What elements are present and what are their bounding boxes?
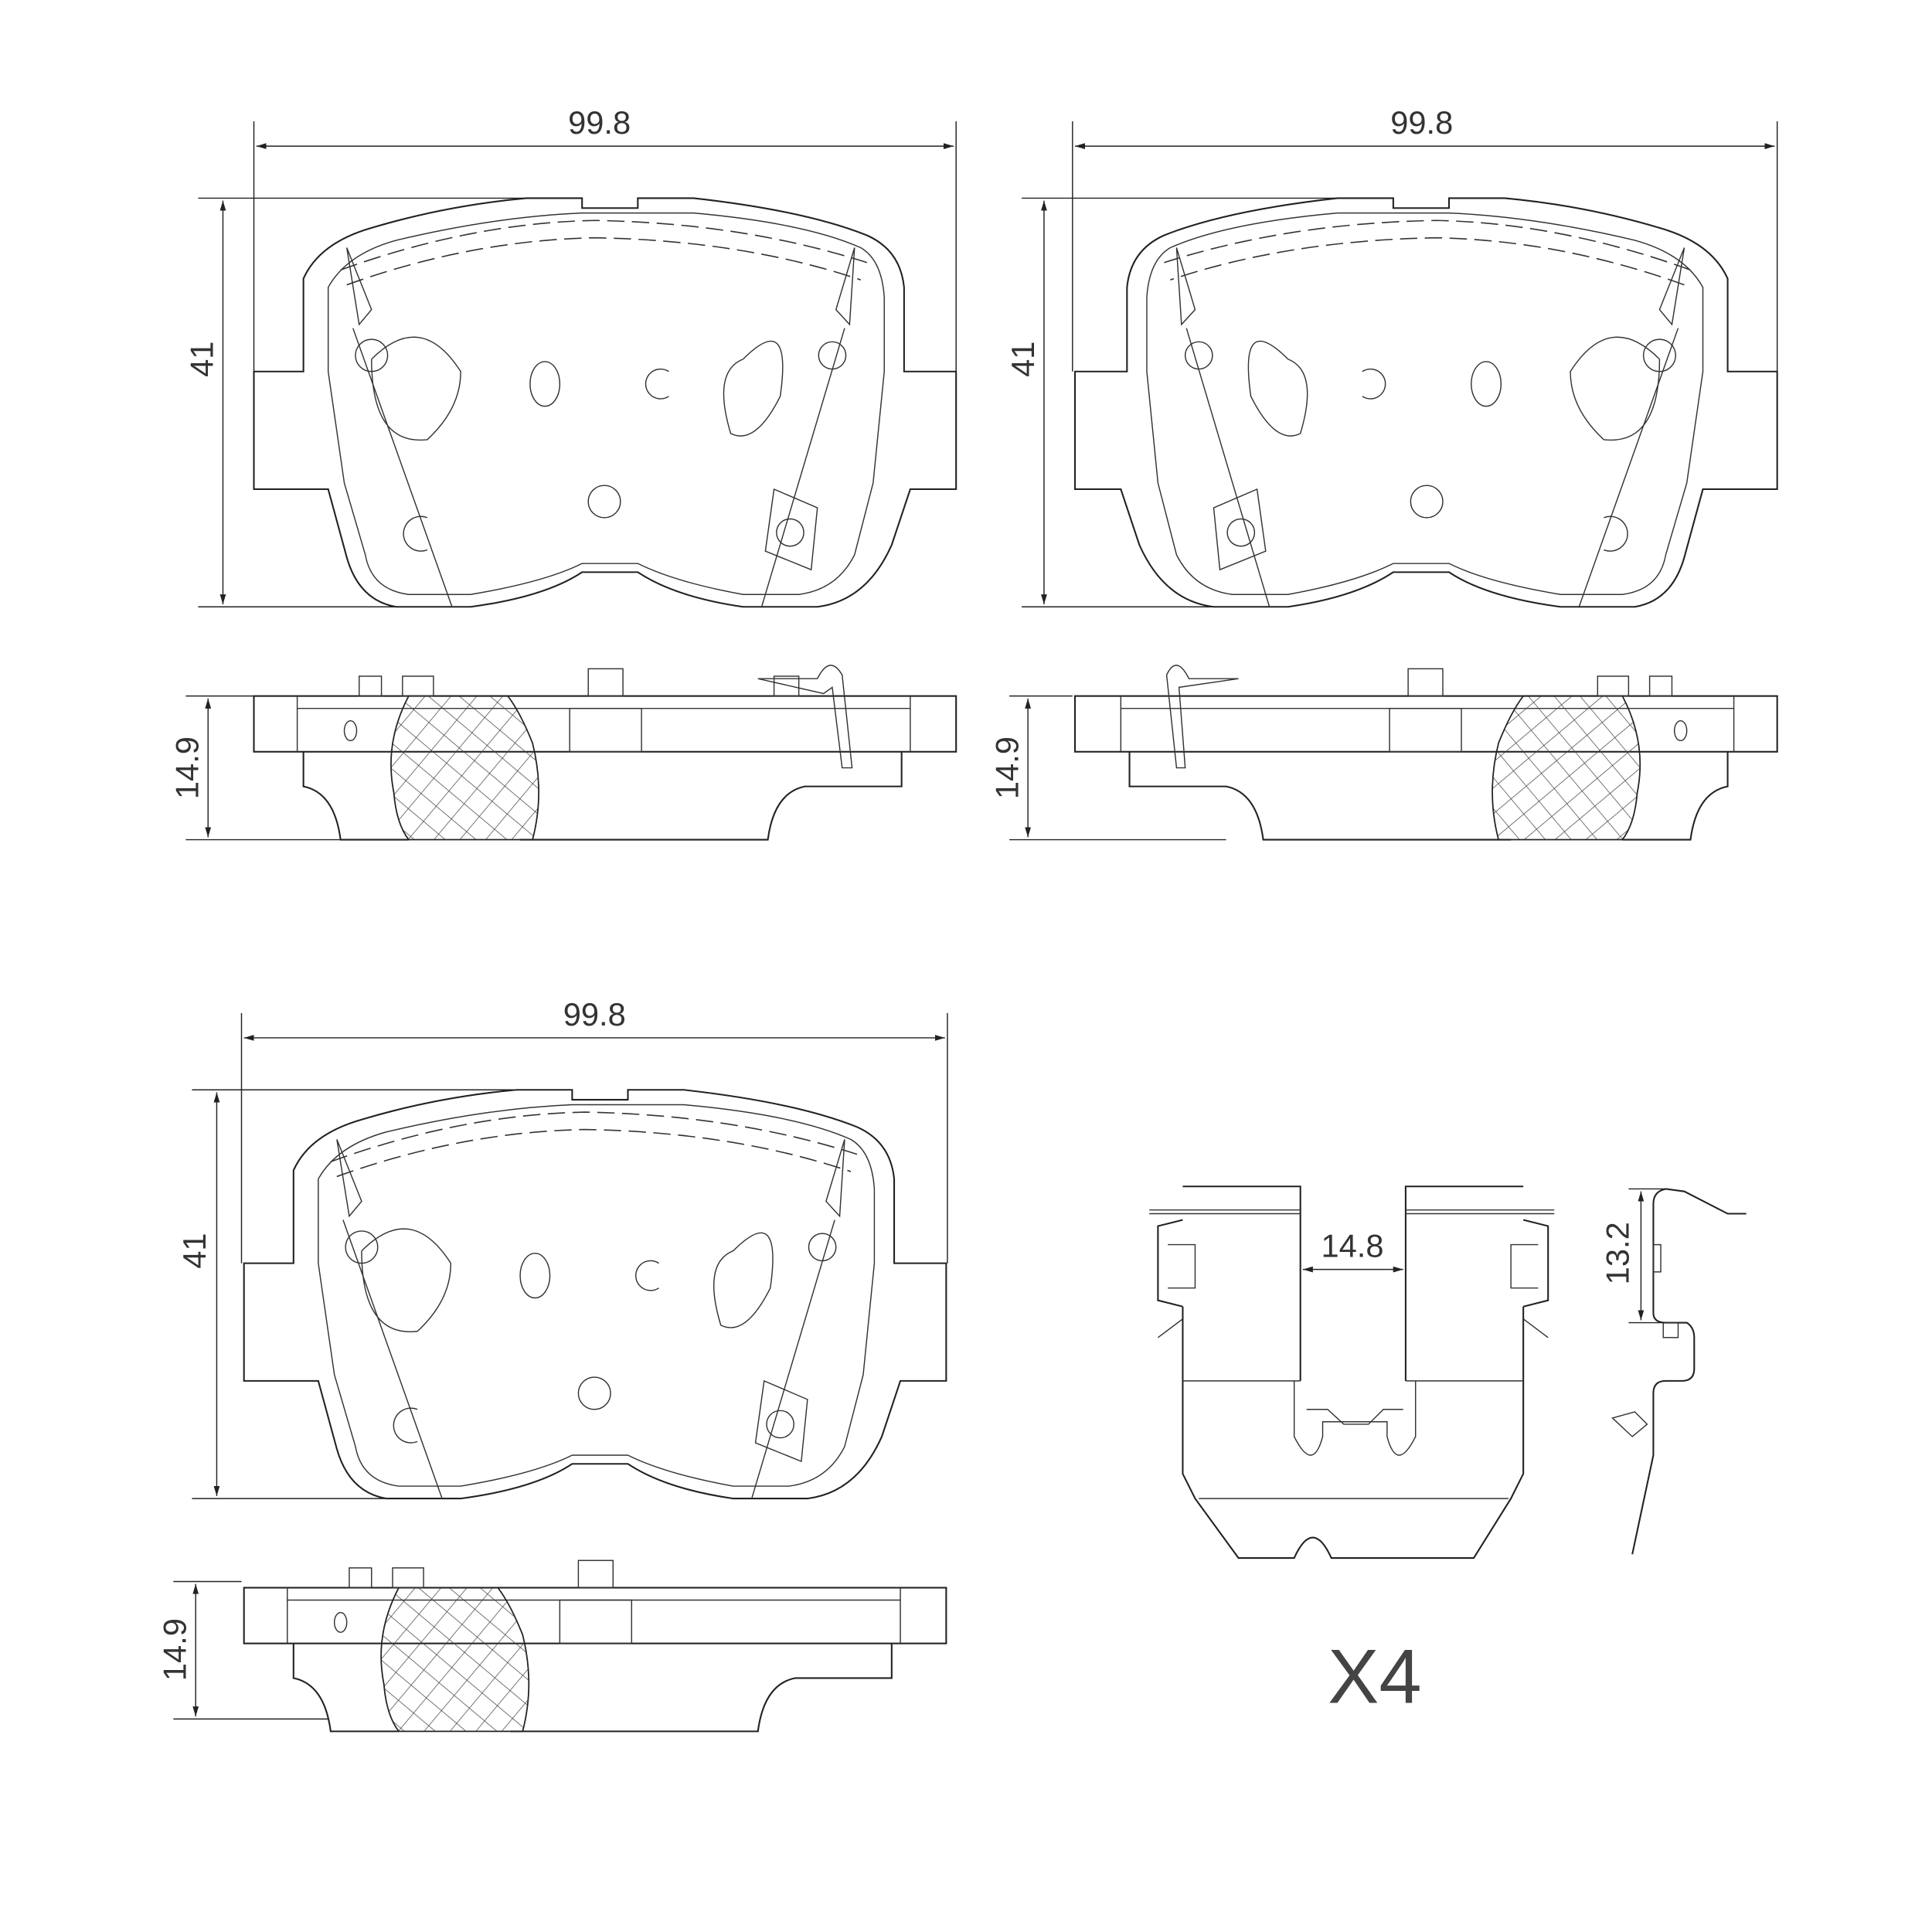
thickness-label: 14.9 bbox=[988, 736, 1025, 799]
height-dimension: 41 bbox=[176, 1089, 521, 1499]
width-label: 99.8 bbox=[1390, 104, 1453, 141]
pad-top-left-face-view bbox=[253, 197, 957, 608]
height-label: 41 bbox=[1005, 342, 1041, 377]
wear-sensor-clip bbox=[757, 665, 853, 769]
clip-front-view bbox=[1149, 1185, 1555, 1560]
pad-top-left: 99.8 41 14.9 bbox=[168, 104, 957, 841]
pad-bottom-left: 99.8 41 14.9 bbox=[156, 996, 948, 1733]
height-dimension: 41 bbox=[1005, 197, 1375, 607]
thickness-dimension: 14.9 bbox=[168, 695, 341, 841]
thickness-dimension: 14.9 bbox=[156, 1580, 328, 1720]
pad-top-right-side-view bbox=[1073, 668, 1778, 841]
wear-sensor-clip bbox=[1165, 665, 1239, 769]
pad-top-right: 99.8 41 14.9 bbox=[988, 104, 1778, 841]
width-label: 99.8 bbox=[563, 996, 626, 1032]
width-dimension: 99.8 bbox=[240, 996, 948, 1264]
abutment-clip: 14.8 13.2 X4 bbox=[1149, 1185, 1747, 1720]
clip-gap-dimension: 14.8 bbox=[1302, 1228, 1403, 1273]
pad-top-right-face-view bbox=[1073, 197, 1778, 608]
height-dimension: 41 bbox=[184, 197, 527, 607]
width-label: 99.8 bbox=[568, 104, 631, 141]
clip-height-dimension: 13.2 bbox=[1599, 1188, 1666, 1324]
quantity-label: X4 bbox=[1328, 1634, 1422, 1720]
height-label: 41 bbox=[184, 342, 220, 377]
pad-bottom-left-side-view bbox=[243, 1560, 947, 1733]
width-dimension: 99.8 bbox=[253, 104, 957, 372]
clip-side-view bbox=[1611, 1188, 1747, 1555]
clip-gap-label: 14.8 bbox=[1321, 1228, 1383, 1264]
thickness-label: 14.9 bbox=[168, 736, 205, 799]
width-dimension: 99.8 bbox=[1072, 104, 1778, 372]
pad-bottom-left-face-view bbox=[243, 1089, 947, 1500]
thickness-label: 14.9 bbox=[156, 1618, 192, 1681]
clip-height-label: 13.2 bbox=[1599, 1222, 1635, 1284]
thickness-dimension: 14.9 bbox=[988, 695, 1226, 841]
height-label: 41 bbox=[176, 1233, 213, 1268]
